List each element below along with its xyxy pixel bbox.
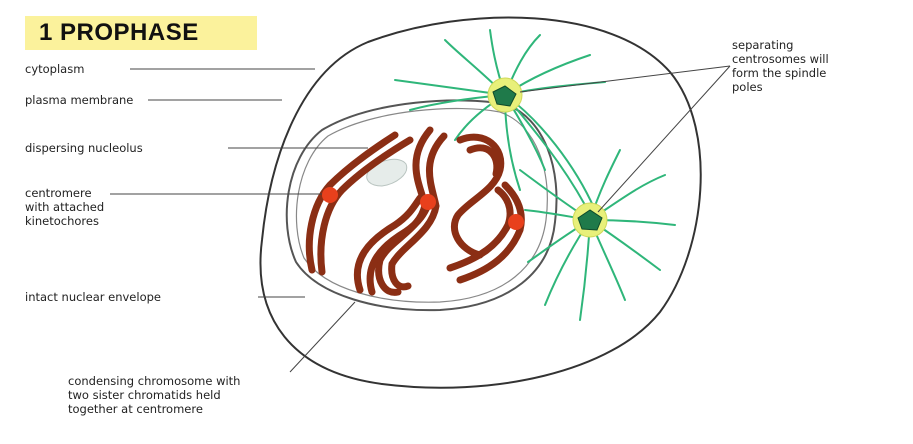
chromosomes [305, 126, 525, 296]
centromere-1 [322, 187, 338, 203]
centromere-2 [420, 194, 436, 210]
nuclear-envelope-inner [295, 107, 548, 303]
label-dispersing-nucleolus: dispersing nucleolus [25, 141, 143, 155]
nuclear-envelope-outer [285, 99, 558, 312]
centrosome-upper [487, 77, 523, 113]
spindle-fibers-upper [394, 29, 606, 211]
plasma-membrane-outline [259, 16, 702, 389]
nucleolus [366, 158, 408, 187]
centromeres [322, 187, 524, 230]
leader-lines [110, 65, 731, 373]
centromere-3 [508, 214, 524, 230]
label-centromere: centromere with attached kinetochores [25, 186, 105, 228]
diagram-title: 1 PROPHASE [25, 16, 257, 50]
label-condensing-chromosome: condensing chromosome with two sister ch… [68, 374, 241, 416]
label-cytoplasm: cytoplasm [25, 62, 85, 76]
label-plasma-membrane: plasma membrane [25, 93, 134, 107]
label-centrosomes: separating centrosomes will form the spi… [732, 38, 829, 94]
label-nuclear-envelope: intact nuclear envelope [25, 290, 161, 304]
